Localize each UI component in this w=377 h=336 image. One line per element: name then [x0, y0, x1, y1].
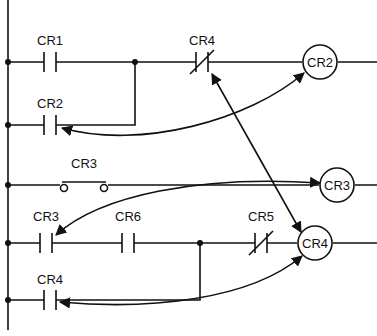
contact-label: CR5 [247, 210, 275, 223]
junction-dot [5, 240, 11, 246]
junction-dot [5, 182, 11, 188]
nc-switch-bar [62, 181, 106, 183]
coil-circle [298, 226, 332, 260]
contact-label: CR3 [70, 157, 98, 170]
coil-label: CR2 [307, 56, 333, 69]
reference-arrow [56, 181, 320, 235]
junction-dot [5, 122, 11, 128]
no-contact [44, 290, 56, 310]
switch-terminal [101, 185, 108, 192]
switch-terminal [61, 185, 68, 192]
coil-circle [303, 45, 337, 79]
nc-contact [190, 50, 214, 74]
contact-label: CR2 [36, 97, 64, 110]
contact-label: CR1 [36, 34, 64, 47]
power-rail [7, 0, 9, 330]
reference-arrow [62, 73, 304, 135]
reference-arrow [60, 256, 302, 305]
reference-arrow [212, 74, 301, 232]
junction-dot [5, 59, 11, 65]
relay-coil: CR4 [297, 225, 333, 261]
contact-label: CR4 [36, 273, 64, 286]
coil-circle [320, 168, 354, 202]
relay-coil: CR3 [319, 167, 355, 203]
no-contact [44, 115, 56, 135]
no-contact [44, 52, 56, 72]
junction-dot [197, 240, 203, 246]
contact-label: CR6 [114, 210, 142, 223]
no-contact [122, 233, 134, 253]
contact-label: CR4 [188, 34, 216, 47]
coil-label: CR3 [324, 179, 350, 192]
junction-dot [5, 297, 11, 303]
nc-contact [249, 231, 273, 255]
wire [8, 62, 135, 125]
contact-label: CR3 [32, 210, 60, 223]
coil-label: CR4 [302, 237, 328, 250]
wire [8, 243, 200, 300]
junction-dot [132, 59, 138, 65]
no-contact [40, 233, 52, 253]
relay-coil: CR2 [302, 44, 338, 80]
